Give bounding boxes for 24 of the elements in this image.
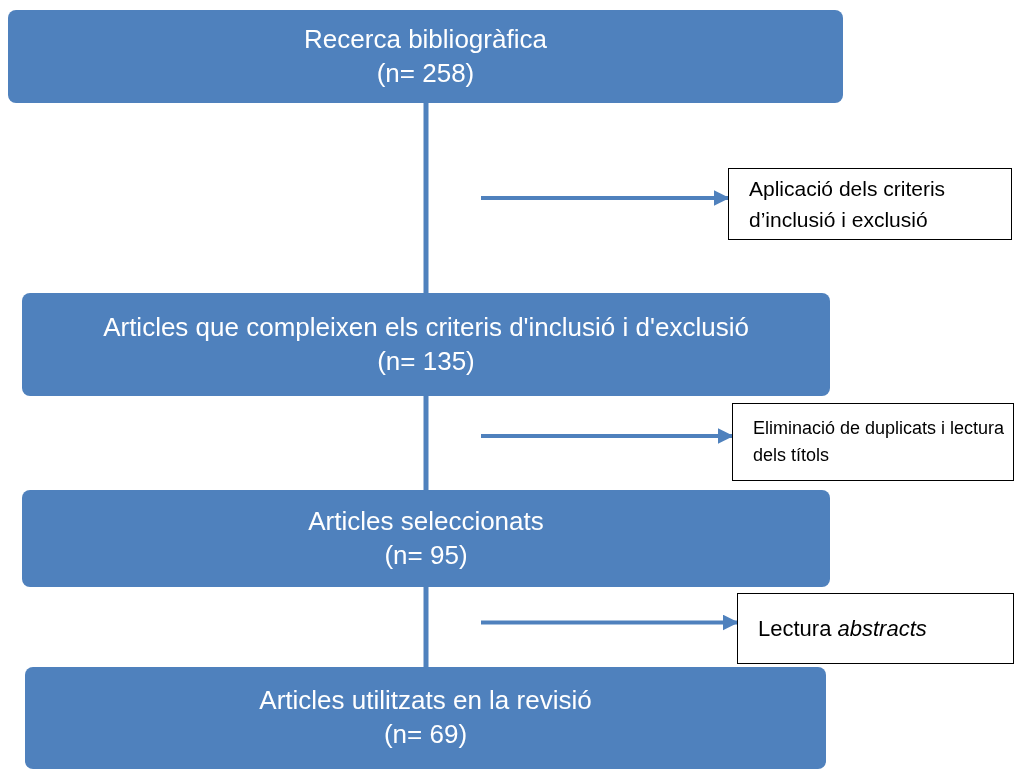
arrow [481,614,739,631]
connector-line [423,103,429,293]
process-box [25,667,826,769]
connector-line [423,587,429,667]
arrow [481,428,734,444]
process-box [8,10,843,103]
process-box [22,293,830,396]
box-text: Articles seleccionats [308,504,544,538]
note-box [728,168,1012,240]
arrow [481,190,730,206]
box-text: Aplicació dels criteris d’inclusió i exclusió [749,175,947,233]
count-text: (n= 95) [384,538,468,572]
count-text: (n= 69) [383,718,468,751]
box-text: Lectura abstracts [758,615,928,643]
note-box [737,593,1014,664]
count-text: (n= 258) [376,56,475,90]
box-text: Articles que compleixen els criteris d'inclusió i d'exclusió [103,310,749,344]
note-box [732,403,1014,481]
box-text: Articles utilitzats en la revisió [259,684,592,718]
box-text: Eliminació de duplicats i lectura dels títols [753,417,1005,467]
process-box [22,490,830,587]
count-text: (n= 135) [377,344,475,378]
box-text: Recerca bibliogràfica [304,22,547,56]
connector-line [423,396,429,490]
